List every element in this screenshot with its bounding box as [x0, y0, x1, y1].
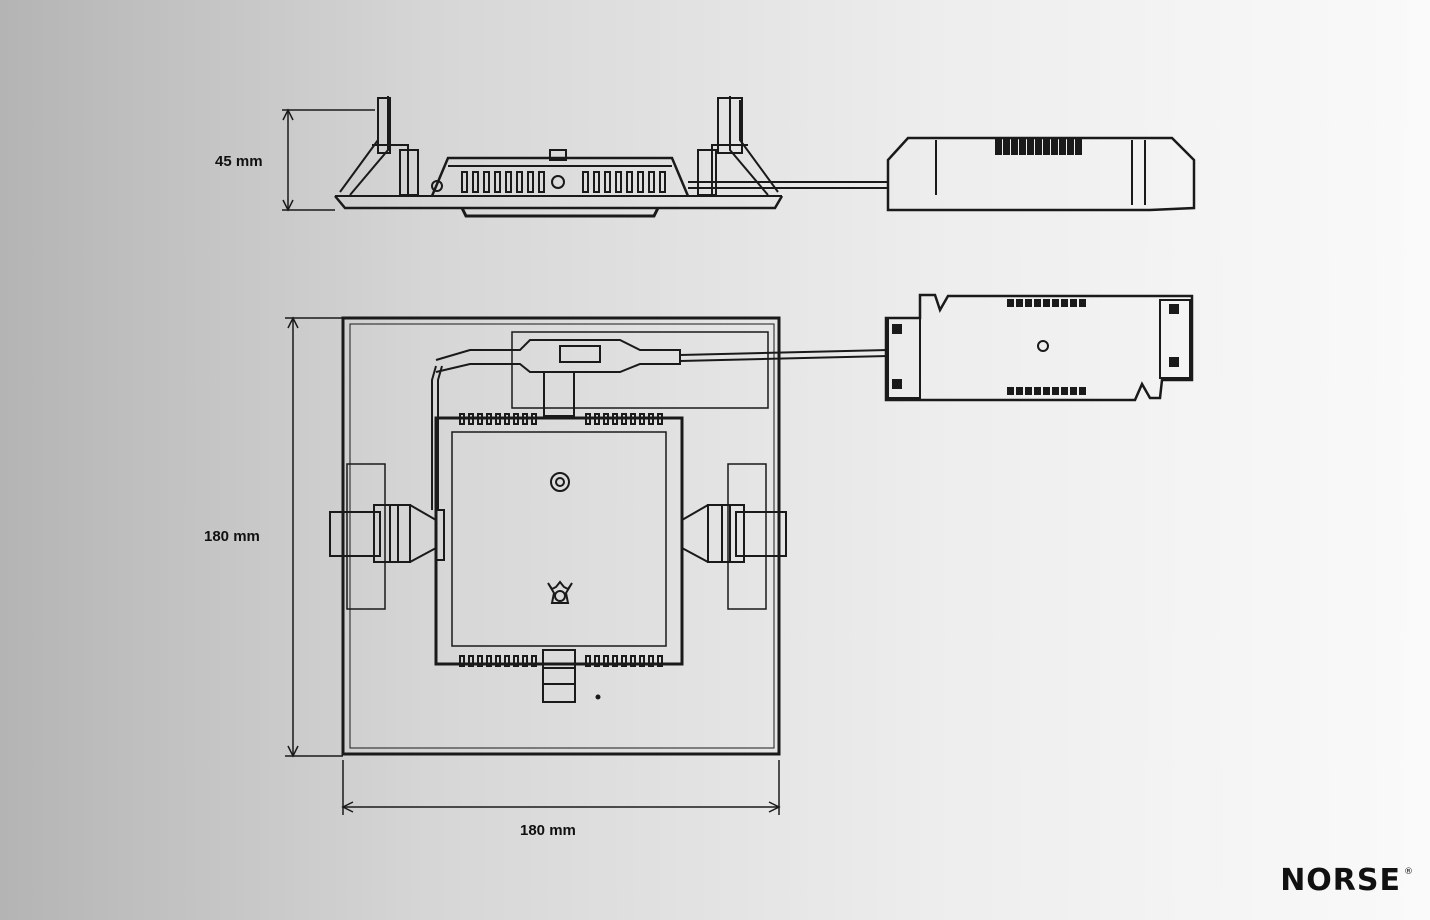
fin [513, 655, 519, 667]
fin [612, 413, 618, 425]
fin [495, 413, 501, 425]
fin [615, 171, 622, 193]
vent [1059, 139, 1066, 155]
driver-vents [995, 139, 1082, 155]
fin [486, 655, 492, 667]
fin [594, 655, 600, 667]
vent [995, 139, 1002, 155]
fin [522, 413, 528, 425]
fin [468, 413, 474, 425]
fin [527, 171, 534, 193]
fin [505, 171, 512, 193]
top-view-panel [329, 316, 889, 756]
vent [1043, 387, 1050, 395]
fin [637, 171, 644, 193]
fin [648, 171, 655, 193]
fin [531, 655, 537, 667]
fin [604, 171, 611, 193]
vent [1051, 139, 1058, 155]
fin [538, 171, 545, 193]
vent [1027, 139, 1034, 155]
fin [603, 655, 609, 667]
vent [1052, 387, 1059, 395]
fin [657, 655, 663, 667]
fin [461, 171, 468, 193]
side-view-driver-box [886, 136, 1196, 212]
vent [1011, 139, 1018, 155]
fin [516, 171, 523, 193]
fin [477, 413, 483, 425]
vent [1035, 139, 1042, 155]
fin [603, 413, 609, 425]
fin [531, 413, 537, 425]
top-view-driver-box [884, 293, 1194, 402]
vent [1061, 299, 1068, 307]
heat-sink-fins-top [459, 413, 663, 667]
fin [582, 171, 589, 193]
vent [1019, 139, 1026, 155]
fin [621, 655, 627, 667]
vent [1007, 299, 1014, 307]
vent [1061, 387, 1068, 395]
brand-logo: NORSE® [1280, 863, 1414, 898]
vent [1025, 387, 1032, 395]
fin [513, 413, 519, 425]
fin [659, 171, 666, 193]
fin [594, 413, 600, 425]
fin [522, 655, 528, 667]
fin [459, 655, 465, 667]
vent [1070, 299, 1077, 307]
registered-mark: ® [1404, 867, 1414, 877]
height-dimension-line [282, 108, 375, 212]
fin [639, 655, 645, 667]
fin [483, 171, 490, 193]
vent [1034, 299, 1041, 307]
vent [1034, 387, 1041, 395]
fin [468, 655, 474, 667]
fin [495, 655, 501, 667]
fin [585, 413, 591, 425]
vent [1003, 139, 1010, 155]
fin [630, 413, 636, 425]
brand-name: NORSE [1280, 863, 1401, 898]
fin [630, 655, 636, 667]
fin [585, 655, 591, 667]
fin [648, 655, 654, 667]
side-dimension-line [285, 316, 343, 758]
vent [1067, 139, 1074, 155]
vent [1052, 299, 1059, 307]
fin [648, 413, 654, 425]
fin [504, 413, 510, 425]
driver-vents-top [1007, 299, 1086, 395]
fin [621, 413, 627, 425]
fin [612, 655, 618, 667]
height-dimension-label: 45 mm [215, 153, 263, 170]
width-dimension-line [341, 760, 781, 815]
vent [1075, 139, 1082, 155]
fin [486, 413, 492, 425]
side-view-panel [334, 96, 888, 218]
fin [472, 171, 479, 193]
fin [639, 413, 645, 425]
fin [494, 171, 501, 193]
vent [1007, 387, 1014, 395]
fin [504, 655, 510, 667]
side-dimension-label: 180 mm [204, 528, 260, 545]
fin [477, 655, 483, 667]
fin [593, 171, 600, 193]
vent [1070, 387, 1077, 395]
vent [1025, 299, 1032, 307]
vent [1043, 139, 1050, 155]
fin [459, 413, 465, 425]
vent [1016, 387, 1023, 395]
fin [626, 171, 633, 193]
heat-sink-fins-side [461, 171, 666, 193]
vent [1079, 387, 1086, 395]
vent [1016, 299, 1023, 307]
vent [1043, 299, 1050, 307]
width-dimension-label: 180 mm [520, 822, 576, 839]
fin [657, 413, 663, 425]
vent [1079, 299, 1086, 307]
